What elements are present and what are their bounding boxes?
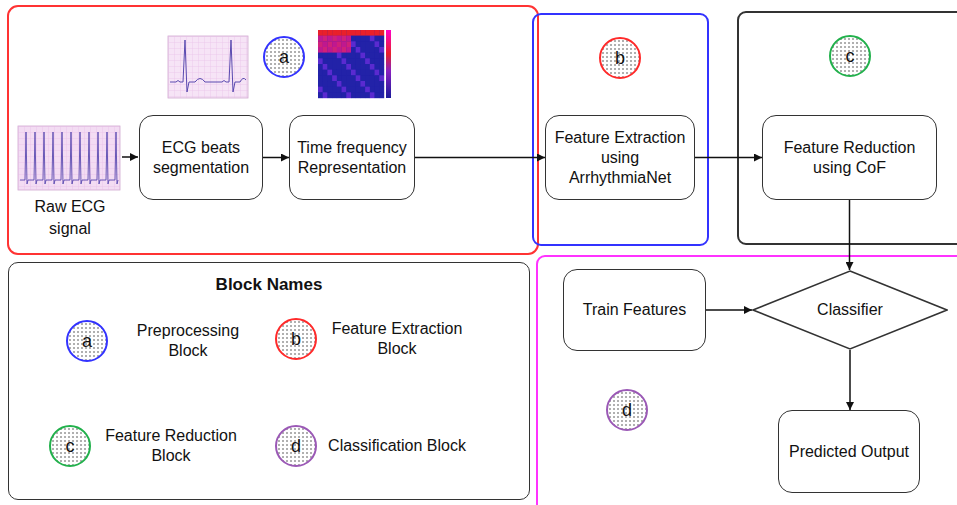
flow-arrow (706, 309, 752, 311)
data-box: Train Features (563, 269, 706, 351)
legend-marker: dClassification Block (275, 425, 317, 467)
process-box: ECG beats segmentation (139, 115, 263, 200)
input-arrow (122, 156, 138, 158)
node-label: Predicted Output (789, 442, 909, 462)
block-name: Classification Block (327, 436, 467, 456)
block-marker: a (263, 36, 305, 78)
legend-marker: bFeature Extraction Block (275, 318, 317, 360)
preprocessing-region (8, 6, 538, 254)
node-label: Time frequency Representation (296, 138, 408, 178)
block-letter: a (82, 331, 92, 352)
process-box: Time frequency Representation (289, 115, 415, 200)
block-marker: c (829, 35, 871, 77)
block-name: Feature Extraction Block (327, 319, 467, 359)
block-letter: b (615, 48, 625, 69)
legend-panel: Block NamesaPreprocessing BlockbFeature … (8, 262, 530, 500)
block-name: Preprocessing Block (118, 321, 258, 361)
block-letter: b (291, 329, 301, 350)
feature-reduction-region (738, 12, 957, 244)
feature-extraction-region (533, 14, 708, 245)
flow-arrow (263, 157, 289, 159)
classification-region (537, 256, 957, 505)
block-marker: b (599, 37, 641, 79)
flow-arrow (849, 200, 851, 270)
node-label: Feature Extraction using ArrhythmiaNet (552, 128, 688, 188)
legend-marker: aPreprocessing Block (66, 320, 108, 362)
node-label: Feature Reduction using CoF (769, 138, 930, 178)
node-label: ECG beats segmentation (146, 138, 256, 178)
block-marker: d (606, 389, 648, 431)
block-name: Feature Reduction Block (101, 426, 241, 466)
block-letter: d (291, 436, 301, 457)
node-label: Train Features (583, 300, 686, 320)
flow-arrow (695, 157, 762, 159)
spectrogram-image (318, 30, 391, 98)
flow-arrow (849, 350, 851, 410)
legend-title: Block Names (9, 275, 529, 295)
ecg-beat-thumbnail (168, 36, 248, 98)
legend-marker: cFeature Reduction Block (49, 425, 91, 467)
block-letter: c (846, 46, 855, 67)
process-box: Feature Extraction using ArrhythmiaNet (545, 115, 695, 200)
image-caption: Raw ECG signal (20, 196, 120, 239)
process-box: Feature Reduction using CoF (762, 115, 937, 200)
block-letter: c (66, 436, 75, 457)
flow-arrow (415, 157, 545, 159)
block-letter: d (622, 400, 632, 421)
decision-diamond: Classifier (752, 270, 948, 350)
output-box: Predicted Output (778, 410, 920, 493)
raw-ecg-image (18, 126, 120, 190)
node-label: Classifier (817, 301, 883, 319)
block-letter: a (279, 47, 289, 68)
